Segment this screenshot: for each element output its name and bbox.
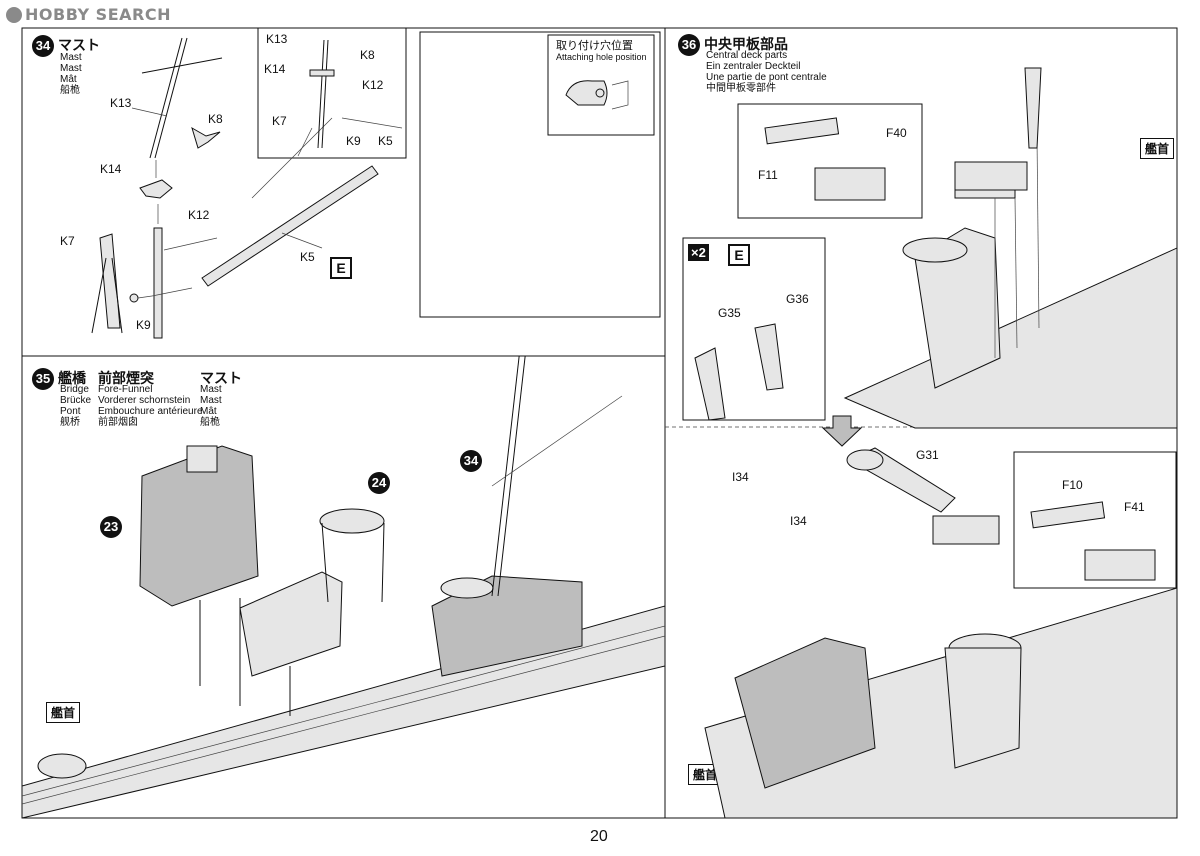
ref-24: 24 [368, 472, 390, 494]
step36-ship-drawing [694, 67, 1177, 818]
part-g31: G31 [916, 448, 939, 462]
attach-subtitle: Attaching hole position [556, 52, 647, 62]
hobby-search-watermark: HOBBY SEARCH [6, 5, 171, 24]
bow-label-36-top: 艦首 [1140, 138, 1175, 159]
step36-names: Central deck parts Ein zentraler Decktei… [706, 50, 827, 94]
inset-k9: K9 [346, 134, 361, 148]
inset-k5: K5 [378, 134, 393, 148]
inset-k8: K8 [360, 48, 375, 62]
attach-title: 取り付け穴位置 [556, 40, 633, 52]
step35-mast-names: Mast Mast Mât 船桅 [200, 384, 222, 428]
part-k7: K7 [60, 234, 75, 248]
step34-mast-drawing [91, 37, 403, 339]
part-k13: K13 [110, 96, 132, 110]
step34-title: マスト [58, 37, 100, 53]
part-i34-a: I34 [732, 470, 749, 484]
ref-34: 34 [460, 450, 482, 472]
part-k9: K9 [136, 318, 151, 332]
part-f10: F10 [1062, 478, 1083, 492]
step35-bridge-names: Bridge Brücke Pont 舰桥 [60, 384, 92, 428]
part-f11: F11 [758, 168, 778, 182]
inset-k12: K12 [362, 78, 384, 92]
step35-number: 35 [32, 368, 54, 390]
inset-k13: K13 [266, 32, 288, 46]
inset-k7: K7 [272, 114, 287, 128]
step35-detail-box [419, 31, 661, 318]
step34-number: 34 [32, 35, 54, 57]
step34-e-tag: E [330, 257, 352, 279]
step35-ship-drawing [22, 356, 665, 818]
attach-hole-box [547, 34, 655, 136]
step35-title-bridge: 艦橋 [58, 370, 86, 386]
step35-title-funnel: 前部煙突 [98, 370, 154, 386]
inset-k14: K14 [264, 62, 286, 76]
step34-names: Mast Mast Mât 船桅 [60, 52, 82, 96]
part-i34-b: I34 [790, 514, 807, 528]
ref-23: 23 [100, 516, 122, 538]
attach-hole-drawing [565, 80, 629, 110]
step34-inset-box [257, 27, 407, 159]
hobby-search-logo-icon [6, 7, 22, 23]
page-number: 20 [590, 828, 608, 845]
step36-title: 中央甲板部品 [704, 36, 788, 52]
step35-funnel-names: Fore-Funnel Vorderer schornstein Embouch… [98, 384, 203, 428]
g35-g36-box [682, 237, 826, 421]
part-k5: K5 [300, 250, 315, 264]
step35-title-mast: マスト [200, 370, 242, 386]
part-f40: F40 [886, 126, 907, 140]
step36-number: 36 [678, 34, 700, 56]
outer-frame [21, 27, 1178, 819]
f10-f41-box [1013, 451, 1177, 589]
part-g36: G36 [786, 292, 809, 306]
bow-label-35: 艦首 [46, 702, 81, 723]
f11-f40-box [737, 103, 923, 219]
part-k8: K8 [208, 112, 223, 126]
part-f41: F41 [1124, 500, 1145, 514]
step36-multiplier: ×2 [688, 244, 709, 261]
part-k12: K12 [188, 208, 210, 222]
part-k14: K14 [100, 162, 122, 176]
part-g35: G35 [718, 306, 741, 320]
step36-e-tag: E [728, 244, 750, 266]
